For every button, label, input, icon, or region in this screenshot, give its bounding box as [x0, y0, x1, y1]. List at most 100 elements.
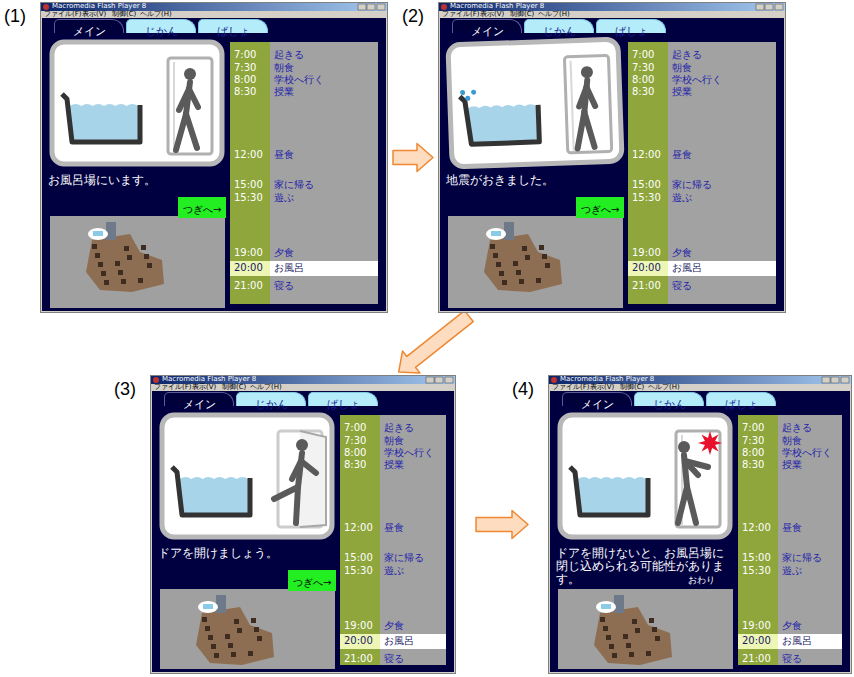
activity-label: 授業 [384, 459, 404, 471]
time-label: 19:00 [344, 620, 373, 632]
step-arrow [476, 511, 528, 539]
time-label: 19:00 [234, 247, 263, 259]
menu-item: ファイル(F) [154, 383, 192, 391]
activity-label: 学校へ行く [274, 74, 324, 86]
stage-background [440, 18, 784, 311]
activity-label: 夕食 [672, 247, 692, 259]
time-label: 19:00 [632, 247, 661, 259]
time-label: 15:00 [632, 179, 661, 191]
tab-button: メイン [164, 392, 234, 406]
window-control [822, 377, 830, 383]
activity-label: お風呂 [274, 262, 304, 274]
activity-label: 昼食 [782, 522, 802, 534]
menu-item: 表示(V) [590, 383, 614, 391]
window-frame [549, 376, 852, 674]
window-control [831, 377, 839, 383]
activity-label: 家に帰る [672, 179, 712, 191]
tab-label: ばしょ [217, 25, 250, 38]
time-label: 8:30 [344, 459, 366, 471]
house-map [558, 589, 733, 669]
title-bar [439, 3, 785, 11]
time-label: 15:00 [742, 552, 771, 564]
tab-button: じかん [524, 19, 594, 33]
activity-label: 朝食 [672, 62, 692, 74]
tab-label: ばしょ [615, 25, 648, 38]
time-label: 20:00 [344, 635, 373, 647]
menu-item: 制御(C) [620, 383, 644, 391]
menu-item: 表示(V) [192, 383, 216, 391]
time-label: 8:00 [742, 447, 764, 459]
tab-button: ばしょ [308, 392, 378, 406]
schedule-panel: 7:00起きる7:30朝食8:00学校へ行く8:30授業12:00昼食15:00… [340, 415, 446, 665]
activity-label: 遊ぶ [274, 192, 294, 204]
app-icon [43, 4, 49, 10]
current-time-row: 20:00お風呂 [230, 261, 378, 276]
stage-background [42, 18, 386, 311]
activity-label: 授業 [672, 86, 692, 98]
tab-button: メイン [562, 392, 632, 406]
next-button: つぎへ→ [576, 197, 624, 218]
scene-illustration [162, 415, 332, 537]
time-label: 12:00 [742, 522, 771, 534]
window-frame [439, 3, 786, 313]
time-label: 7:00 [632, 49, 654, 61]
menu-item: ヘルプ(H) [538, 10, 570, 18]
activity-label: 起きる [672, 49, 702, 61]
time-label: 8:00 [234, 74, 256, 86]
time-label: 7:00 [742, 422, 764, 434]
step-arrow [399, 311, 474, 373]
activity-label: 家に帰る [782, 552, 822, 564]
time-label: 12:00 [632, 149, 661, 161]
time-label: 7:30 [344, 435, 366, 447]
window-control [775, 4, 783, 10]
activity-label: 学校へ行く [384, 447, 434, 459]
panel-number: (4) [512, 379, 534, 400]
activity-label: 授業 [274, 86, 294, 98]
time-label: 8:00 [632, 74, 654, 86]
stage-background [152, 391, 454, 672]
menu-item: ヘルプ(H) [250, 383, 282, 391]
tab-label: メイン [581, 398, 614, 411]
time-label: 19:00 [742, 620, 771, 632]
activity-label: 朝食 [384, 435, 404, 447]
menu-item: ヘルプ(H) [648, 383, 680, 391]
current-time-row: 20:00お風呂 [738, 634, 842, 649]
current-time-row: 20:00お風呂 [340, 634, 446, 649]
app-window: (4)Macromedia Flash Player 8ファイル(F)表示(V)… [548, 375, 852, 674]
tab-label: メイン [471, 25, 504, 38]
tab-button: じかん [126, 19, 196, 33]
window-frame [151, 376, 456, 674]
current-time-row: 20:00お風呂 [628, 261, 776, 276]
schedule-panel: 7:00起きる7:30朝食8:00学校へ行く8:30授業12:00昼食15:00… [230, 42, 378, 304]
tab-label: ばしょ [725, 398, 758, 411]
panel-number: (3) [114, 379, 136, 400]
activity-label: 朝食 [274, 62, 294, 74]
activity-label: 遊ぶ [384, 565, 404, 577]
button-label: つぎへ→ [293, 576, 331, 589]
activity-label: 遊ぶ [782, 565, 802, 577]
end-label: おわり [688, 575, 715, 585]
schedule-panel: 7:00起きる7:30朝食8:00学校へ行く8:30授業12:00昼食15:00… [738, 415, 842, 665]
time-label: 21:00 [344, 653, 373, 665]
activity-label: 起きる [782, 422, 812, 434]
scene-illustration [448, 39, 622, 167]
next-button: つぎへ→ [178, 197, 226, 218]
house-map [448, 216, 623, 308]
menu-item: ファイル(F) [44, 10, 82, 18]
schedule-panel: 7:00起きる7:30朝食8:00学校へ行く8:30授業12:00昼食15:00… [628, 42, 776, 304]
activity-label: 寝る [672, 280, 692, 292]
time-label: 21:00 [632, 280, 661, 292]
window-control [435, 377, 443, 383]
tab-button: じかん [634, 392, 704, 406]
panel-number: (2) [402, 6, 424, 27]
window-title: Macromedia Flash Player 8 [560, 375, 654, 384]
activity-label: 昼食 [274, 149, 294, 161]
message-text: 地震がおきました。 [446, 174, 624, 187]
menu-item: 表示(V) [82, 10, 106, 18]
tab-label: じかん [653, 398, 686, 411]
window-control [756, 4, 764, 10]
window-title: Macromedia Flash Player 8 [162, 375, 256, 384]
window-control [358, 4, 366, 10]
tab-button: メイン [54, 19, 124, 33]
